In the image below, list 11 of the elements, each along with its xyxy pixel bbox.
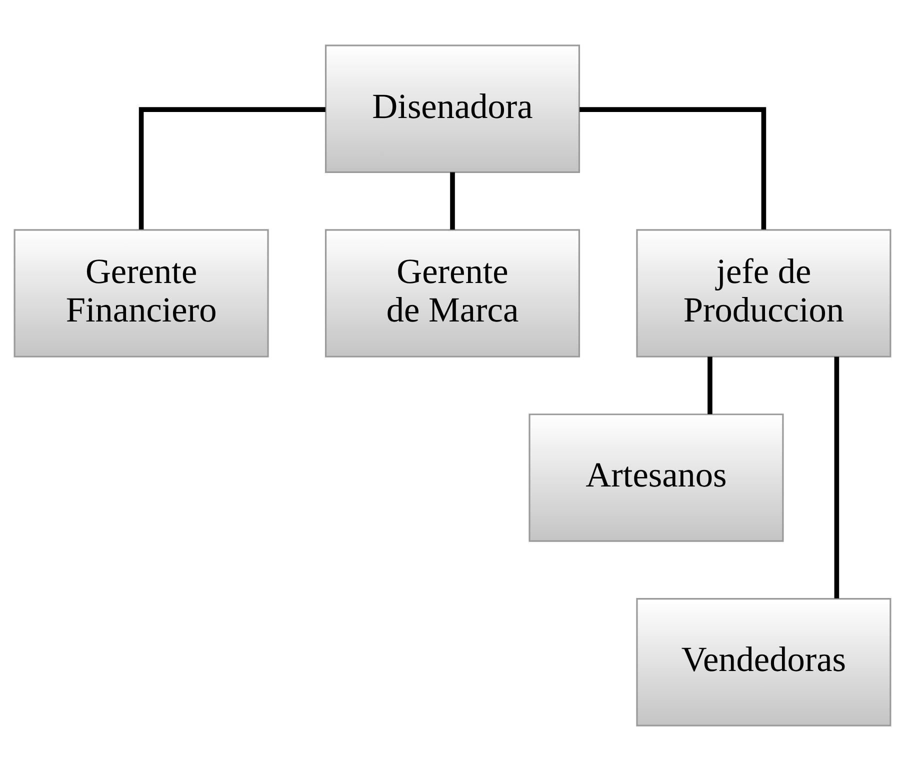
- connector: [138, 107, 326, 230]
- node-box: Disenadora: [324, 44, 580, 173]
- node-box: jefe de Produccion: [636, 229, 892, 358]
- node-box: Vendedoras: [636, 598, 892, 726]
- node-box: Gerente Financiero: [14, 229, 269, 358]
- connector: [708, 356, 712, 414]
- node-box: Gerente de Marca: [324, 229, 580, 358]
- connector: [834, 356, 840, 598]
- node-box: Artesanos: [528, 414, 784, 542]
- connector: [580, 107, 766, 230]
- connector: [450, 172, 455, 230]
